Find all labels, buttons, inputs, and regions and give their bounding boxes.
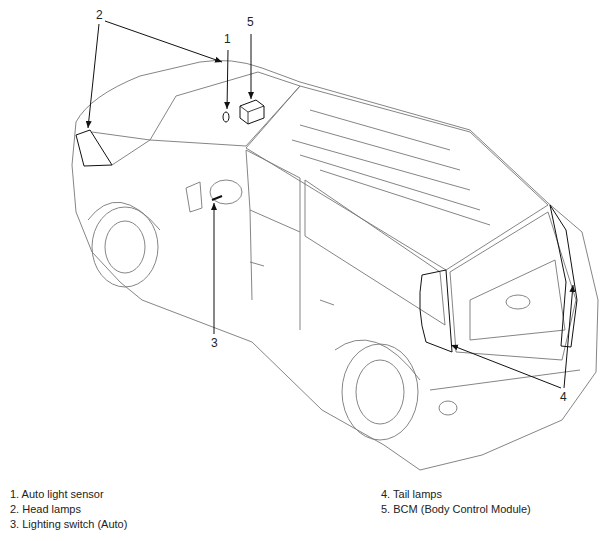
part-list-item: 1. Auto light sensor — [10, 488, 104, 501]
callout-number: 2 — [95, 8, 104, 22]
part-list-item: 3. Lighting switch (Auto) — [10, 518, 127, 531]
callout-number: 5 — [246, 15, 255, 29]
part-list-item: 4. Tail lamps — [381, 488, 442, 501]
part-list-item: 5. BCM (Body Control Module) — [381, 503, 531, 516]
callout-number: 3 — [210, 336, 219, 350]
callout-number: 4 — [559, 390, 568, 404]
part-list-item: 2. Head lamps — [10, 503, 81, 516]
callout-number: 1 — [223, 32, 232, 46]
